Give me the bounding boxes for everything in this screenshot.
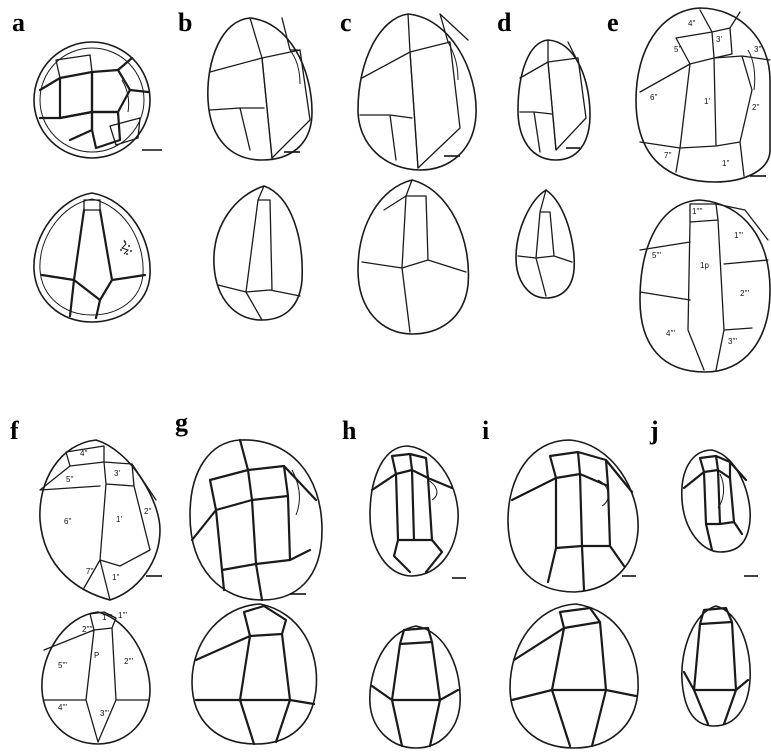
panel-h-top-cell — [370, 446, 466, 578]
f-bottom-label-5ppp: 5''' — [58, 661, 68, 670]
f-bottom-label-p: P — [94, 651, 99, 660]
f-top-label-3p: 3' — [114, 469, 120, 478]
e-bottom-label-4ppp: 4''' — [666, 329, 676, 338]
panel-b-top-cell — [208, 18, 312, 160]
panel-f-top-cell: 4'' 3' 5'' 6'' 1' 2'' 7'' 1'' — [40, 440, 162, 600]
f-bottom-label-3ppp: 3''' — [100, 709, 110, 718]
f-bottom-label-2ppp: 2''' — [124, 657, 134, 666]
e-top-label-6pp: 6'' — [650, 93, 658, 102]
f-top-label-4pp: 4'' — [80, 449, 88, 458]
e-bottom-label-1p-plate: 1p — [700, 261, 709, 270]
e-bottom-label-1pppp: 1'''' — [692, 207, 703, 216]
panel-c-bottom-cell — [358, 180, 468, 334]
panel-d-bottom-cell — [516, 190, 574, 298]
e-top-label-1pp: 1'' — [722, 159, 730, 168]
e-top-label-2pp: 2'' — [752, 103, 760, 112]
f-bottom-label-1pppp: 1'''' — [102, 613, 113, 622]
f-top-label-6pp: 6'' — [64, 517, 72, 526]
panel-a-bottom-cell — [34, 193, 150, 322]
e-top-label-3p: 3' — [716, 35, 722, 44]
f-bottom-label-4ppp: 4''' — [58, 703, 68, 712]
f-top-label-1p: 1' — [116, 515, 122, 524]
e-bottom-label-3ppp: 3''' — [728, 337, 738, 346]
e-bottom-label-2ppp: 2''' — [740, 289, 750, 298]
e-top-label-4pp: 4'' — [688, 19, 696, 28]
panel-i-top-cell — [508, 440, 638, 592]
f-top-label-5pp: 5'' — [66, 475, 74, 484]
panel-i-bottom-cell — [510, 604, 638, 748]
e-top-label-5pp: 5'' — [674, 45, 682, 54]
e-top-label-3pp: 3'' — [754, 45, 762, 54]
panel-c-top-cell — [358, 14, 476, 170]
e-top-label-1p: 1' — [704, 97, 710, 106]
panel-e-top-cell: 4'' 3' 3'' 5'' 6'' 1' 2'' 7'' 1'' — [636, 8, 770, 182]
f-top-label-2pp: 2'' — [144, 507, 152, 516]
panel-j-bottom-cell — [682, 606, 750, 726]
panel-e-bottom-cell: 1'''' 1''' 5''' 1p 2''' 4''' 3''' — [640, 200, 770, 372]
panel-d-top-cell — [518, 40, 590, 160]
panel-f-bottom-cell: 2'''' 1'''' 1''' 5''' P 2''' 4''' 3''' — [42, 611, 150, 744]
f-top-label-7pp: 7'' — [86, 567, 94, 576]
panel-h-bottom-cell — [370, 626, 460, 748]
panel-g-bottom-cell — [192, 604, 317, 744]
panel-b-bottom-cell — [214, 186, 302, 320]
e-top-label-7pp: 7'' — [664, 151, 672, 160]
e-bottom-label-5ppp: 5''' — [652, 251, 662, 260]
f-bottom-label-1ppp: 1''' — [118, 611, 128, 620]
f-bottom-label-2pppp: 2'''' — [82, 625, 93, 634]
panel-j-top-cell — [682, 450, 758, 576]
panel-g-top-cell — [190, 440, 322, 600]
panel-a-top-cell — [34, 42, 162, 158]
e-bottom-label-1ppp: 1''' — [734, 231, 744, 240]
f-top-label-1pp: 1'' — [112, 573, 120, 582]
